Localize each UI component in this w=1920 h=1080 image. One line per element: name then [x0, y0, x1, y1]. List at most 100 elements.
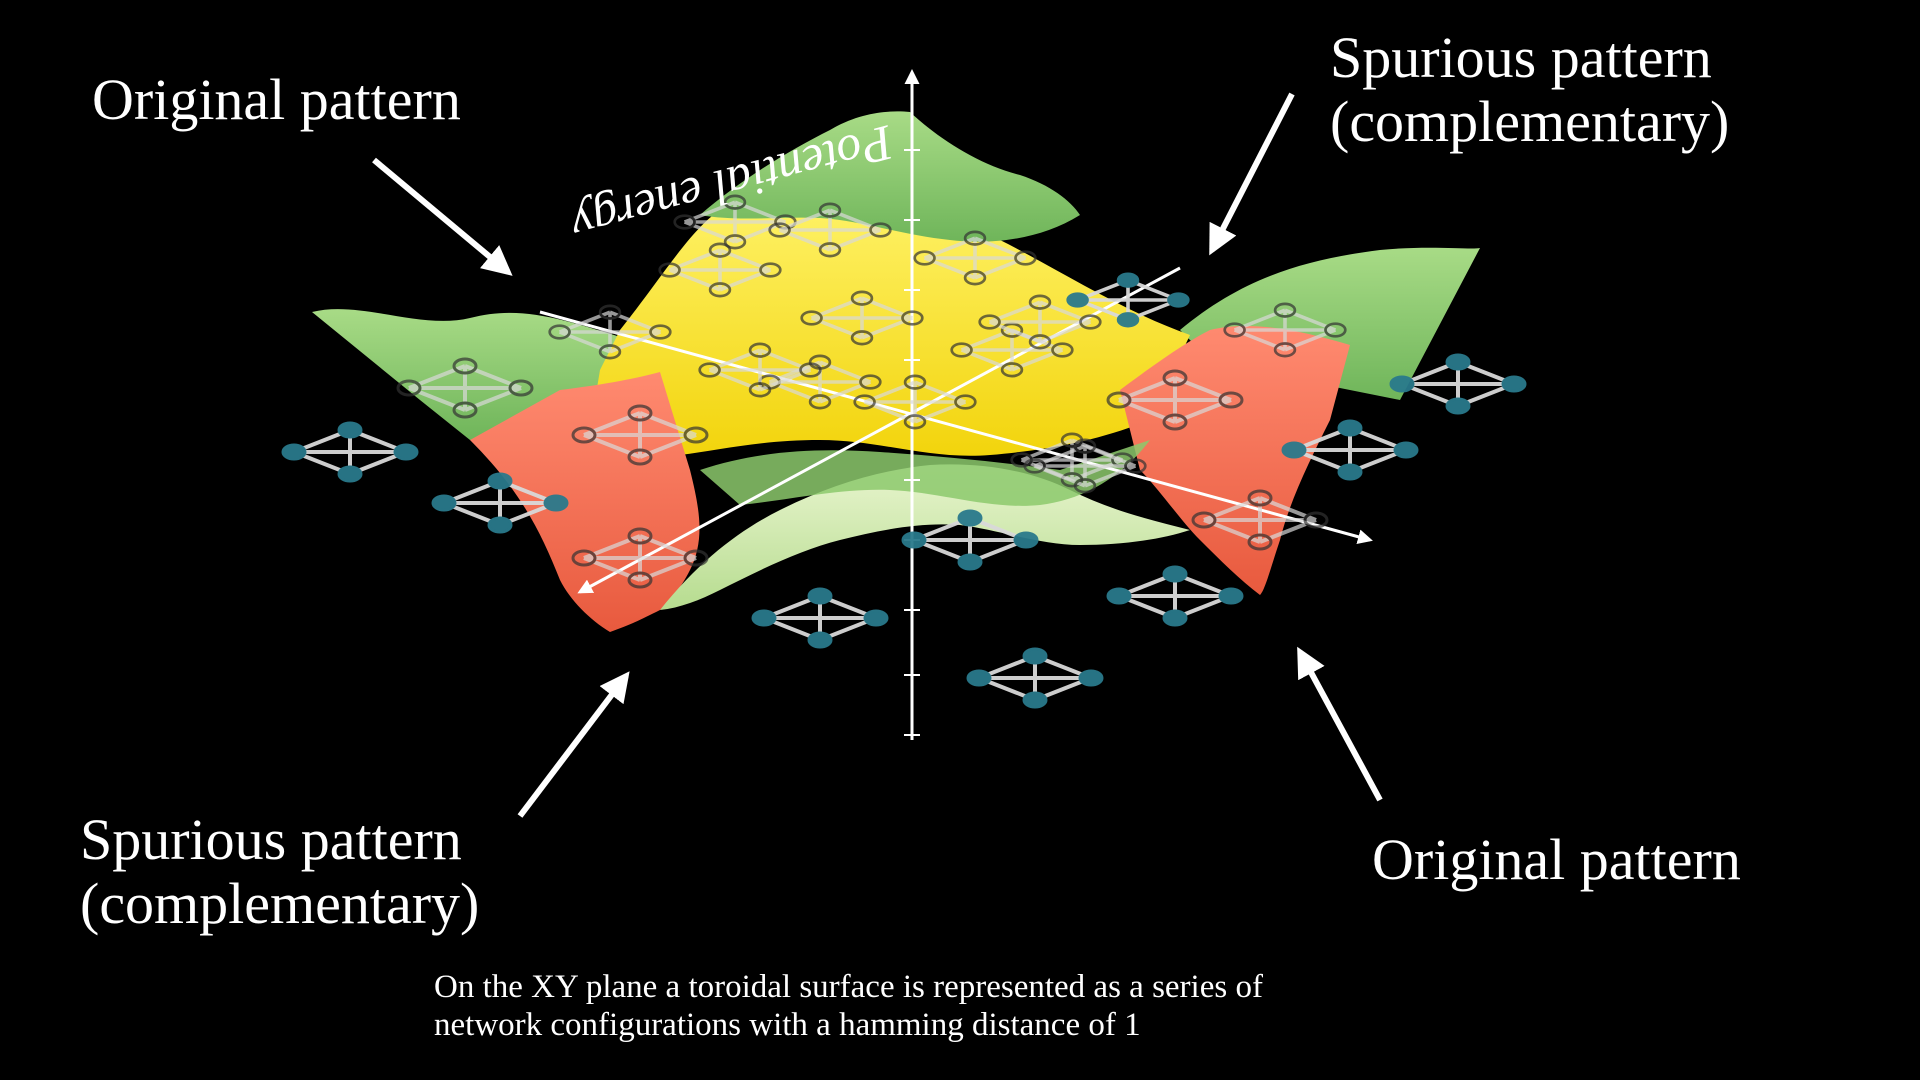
network-node [1324, 322, 1347, 338]
network-node [1167, 292, 1190, 308]
network-node [1162, 369, 1188, 387]
network-glyph [571, 527, 709, 589]
label-original-bottom-right: Original pattern [1372, 828, 1741, 892]
network-node [396, 379, 422, 397]
network-glyph [1389, 353, 1527, 415]
network-glyph [966, 647, 1104, 709]
network-node [1028, 294, 1052, 310]
network-node [1389, 375, 1415, 393]
network-node [1013, 531, 1039, 549]
network-node [452, 357, 478, 375]
caption-line-2: network configurations with a hamming di… [434, 1007, 1141, 1043]
network-glyph [1106, 369, 1244, 431]
network-node [863, 609, 889, 627]
network-node [723, 234, 747, 250]
label-original-top-left: Original pattern [92, 68, 461, 132]
network-node [487, 472, 513, 490]
network-node [627, 448, 653, 466]
network-node [1501, 375, 1527, 393]
network-node [1106, 587, 1132, 605]
network-node [1106, 391, 1132, 409]
network-configurations [281, 194, 1527, 709]
network-node [548, 324, 571, 340]
network-node [1303, 511, 1329, 529]
network-node [708, 242, 732, 258]
network-node [759, 262, 782, 278]
arrow-original-bottom-right [1297, 646, 1383, 802]
label-spurious-top-right-line2: (complementary) [1330, 89, 1730, 154]
network-node [807, 631, 833, 649]
network-node [627, 527, 653, 545]
network-node [598, 304, 622, 320]
network-node [853, 394, 876, 410]
network-node [1162, 413, 1188, 431]
network-node [901, 531, 927, 549]
network-node [1162, 565, 1188, 583]
network-node [431, 494, 457, 512]
network-glyph [1023, 438, 1147, 494]
network-glyph [548, 304, 672, 360]
network-node [1247, 489, 1273, 507]
network-node [807, 587, 833, 605]
network-node [1337, 419, 1363, 437]
label-spurious-bottom-left-line1: Spurious pattern [80, 807, 462, 872]
network-node [1247, 533, 1273, 551]
network-node [571, 426, 597, 444]
network-glyph [1106, 565, 1244, 627]
network-node [957, 509, 983, 527]
network-node [799, 362, 822, 378]
network-node [850, 290, 874, 306]
label-spurious-top-right-line1: Spurious pattern [1330, 25, 1712, 90]
caption-line-1: On the XY plane a toroidal surface is re… [434, 969, 1263, 1005]
network-node [1073, 438, 1097, 454]
network-node [748, 342, 772, 358]
network-node [543, 494, 569, 512]
network-node [963, 270, 987, 286]
network-node [1014, 250, 1037, 266]
x-axis [539, 310, 1373, 545]
network-node [751, 609, 777, 627]
network-node [1191, 511, 1217, 529]
network-node [708, 282, 732, 298]
surface-front-ribbon [700, 440, 1150, 506]
network-glyph [758, 354, 882, 410]
network-node [452, 401, 478, 419]
network-node [1022, 647, 1048, 665]
network-node [818, 242, 842, 258]
network-node [281, 443, 307, 461]
network-node [1000, 362, 1024, 378]
arrow-spurious-top-right [1209, 92, 1295, 256]
network-node [393, 443, 419, 461]
network-glyph [800, 290, 924, 346]
network-glyph [571, 404, 709, 466]
network-node [683, 549, 709, 567]
network-node [903, 414, 927, 430]
network-node [598, 344, 622, 360]
network-node [1116, 272, 1140, 288]
network-node [683, 426, 709, 444]
network-node [1023, 458, 1046, 474]
network-node [1337, 463, 1363, 481]
network-node [1124, 458, 1147, 474]
network-node [1223, 322, 1246, 338]
surface-green-cap [700, 111, 1080, 242]
network-node [508, 379, 534, 397]
network-node [1078, 669, 1104, 687]
network-node [859, 374, 882, 390]
network-glyph [1066, 272, 1190, 328]
arrow-original-top-left [372, 157, 513, 276]
network-node [913, 250, 936, 266]
network-node [1051, 342, 1074, 358]
pointer-arrows [372, 92, 1383, 818]
network-node [1028, 334, 1052, 350]
network-node [649, 324, 672, 340]
network-node [768, 222, 791, 238]
network-node [966, 669, 992, 687]
network-node [800, 310, 823, 326]
network-node [748, 382, 772, 398]
network-glyph [673, 194, 797, 250]
surface-red-right [1120, 325, 1350, 595]
network-glyph [1281, 419, 1419, 481]
network-glyph [751, 587, 889, 649]
label-spurious-bottom-left-line2: (complementary) [80, 871, 480, 936]
